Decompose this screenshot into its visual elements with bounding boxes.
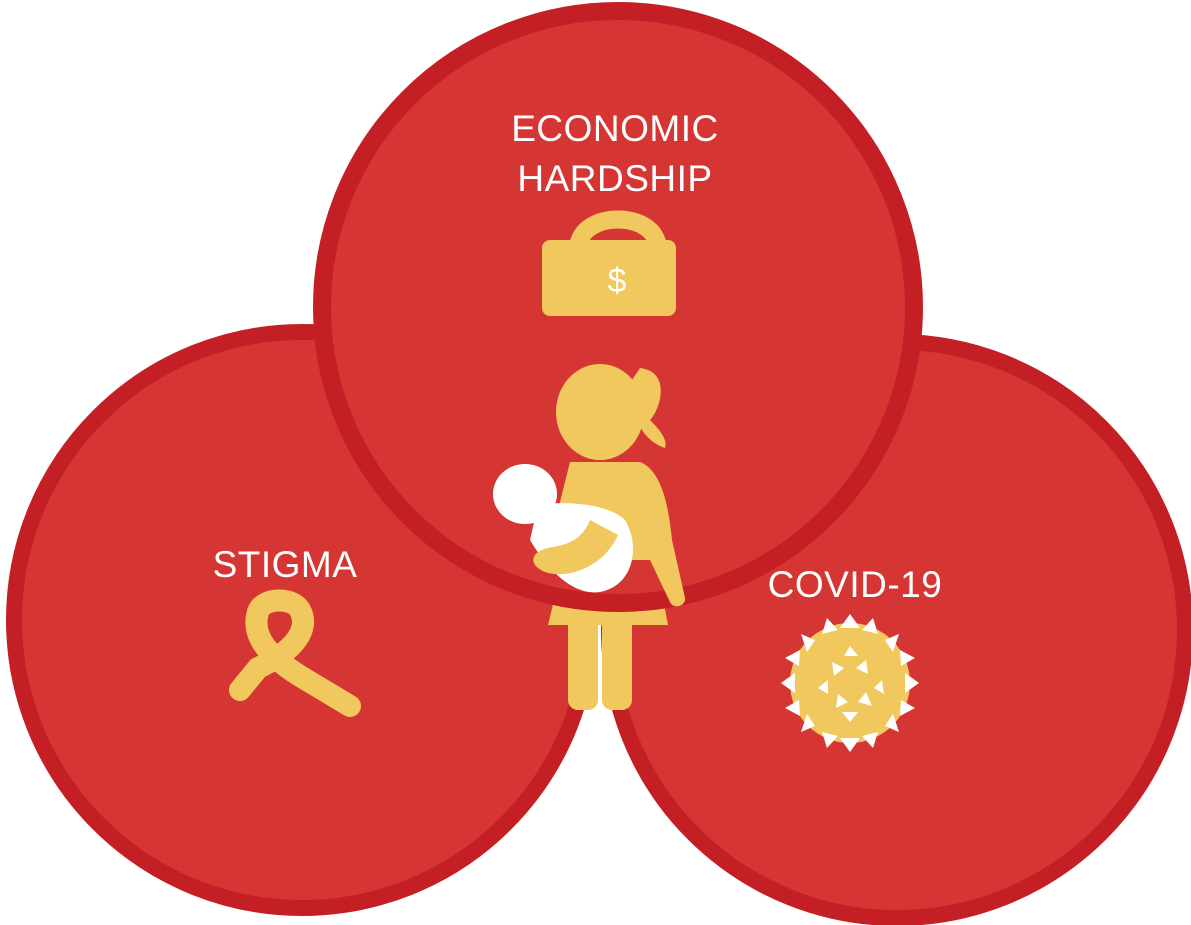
stigma-label: STIGMA <box>212 544 358 585</box>
covid-19-label: COVID-19 <box>767 564 943 605</box>
coronavirus-icon <box>781 614 919 752</box>
economic-hardship-label-line1: ECONOMIC <box>511 108 719 149</box>
mother-holding-baby-icon <box>493 364 686 607</box>
money-bag-icon: $ <box>542 210 676 316</box>
money-bag-dollar: $ <box>608 262 627 300</box>
economic-hardship-label-line2: HARDSHIP <box>517 158 713 199</box>
economic-hardship-label: ECONOMIC HARDSHIP <box>460 104 770 204</box>
awareness-ribbon-icon <box>229 589 361 717</box>
